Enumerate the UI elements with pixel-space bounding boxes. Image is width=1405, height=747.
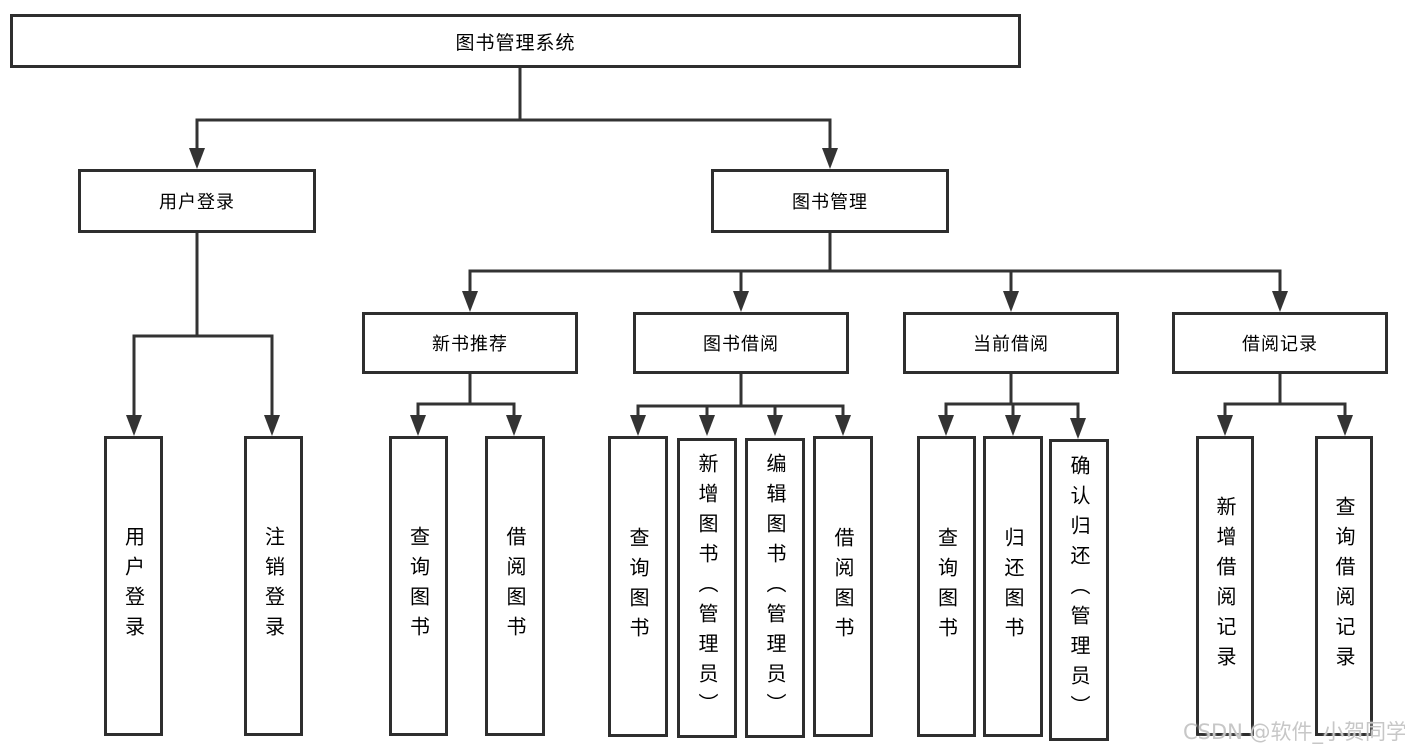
leaf-logout: 注销登录 <box>244 436 303 736</box>
node-root-label: 图书管理系统 <box>455 31 576 54</box>
leaf-confirm-return-admin: 确认归还（管理员） <box>1049 439 1109 741</box>
leaf-edit-book-admin-label: 编辑图书（管理员） <box>763 453 787 723</box>
node-borrow-records-label: 借阅记录 <box>1242 334 1318 355</box>
leaf-add-book-admin-label: 新增图书（管理员） <box>695 453 719 723</box>
leaf-query-borrow-record: 查询借阅记录 <box>1315 436 1373 736</box>
node-borrow-records: 借阅记录 <box>1172 312 1388 374</box>
leaf-edit-book-admin: 编辑图书（管理员） <box>745 438 805 738</box>
node-book-borrow: 图书借阅 <box>633 312 849 374</box>
leaf-query-borrow-record-label: 查询借阅记录 <box>1332 496 1356 676</box>
node-current-borrow: 当前借阅 <box>903 312 1119 374</box>
leaf-query-books-borrow: 查询图书 <box>608 436 668 737</box>
leaf-return-book-label: 归还图书 <box>1001 526 1025 647</box>
leaf-return-book: 归还图书 <box>983 436 1043 737</box>
node-current-borrow-label: 当前借阅 <box>973 334 1049 355</box>
leaf-query-books-current: 查询图书 <box>917 436 976 737</box>
leaf-borrow-books-recommend: 借阅图书 <box>485 436 545 736</box>
node-new-book-recommend: 新书推荐 <box>362 312 578 374</box>
leaf-borrow-books-2-label: 借阅图书 <box>831 526 855 647</box>
node-root: 图书管理系统 <box>10 14 1021 68</box>
leaf-logout-label: 注销登录 <box>261 526 286 646</box>
leaf-add-book-admin: 新增图书（管理员） <box>677 438 737 738</box>
leaf-add-borrow-record: 新增借阅记录 <box>1196 436 1254 736</box>
leaf-query-books-recommend-label: 查询图书 <box>406 526 431 646</box>
leaf-query-books-recommend: 查询图书 <box>389 436 448 736</box>
leaf-borrow-books-2: 借阅图书 <box>813 436 873 737</box>
leaf-user-login-label: 用户登录 <box>121 526 146 646</box>
leaf-query-books-borrow-label: 查询图书 <box>626 526 650 647</box>
node-new-book-recommend-label: 新书推荐 <box>432 334 508 355</box>
node-user-login: 用户登录 <box>78 169 316 233</box>
leaf-borrow-books-recommend-label: 借阅图书 <box>503 526 527 646</box>
node-book-management: 图书管理 <box>711 169 949 233</box>
csdn-watermark: CSDN @软件_小贺同学 <box>1183 720 1405 744</box>
leaf-user-login: 用户登录 <box>104 436 163 736</box>
node-book-borrow-label: 图书借阅 <box>703 334 779 355</box>
leaf-query-books-current-label: 查询图书 <box>934 526 959 647</box>
leaf-add-borrow-record-label: 新增借阅记录 <box>1213 496 1237 676</box>
node-book-management-label: 图书管理 <box>792 192 868 213</box>
leaf-confirm-return-admin-label: 确认归还（管理员） <box>1067 455 1091 725</box>
node-user-login-label: 用户登录 <box>159 192 235 213</box>
